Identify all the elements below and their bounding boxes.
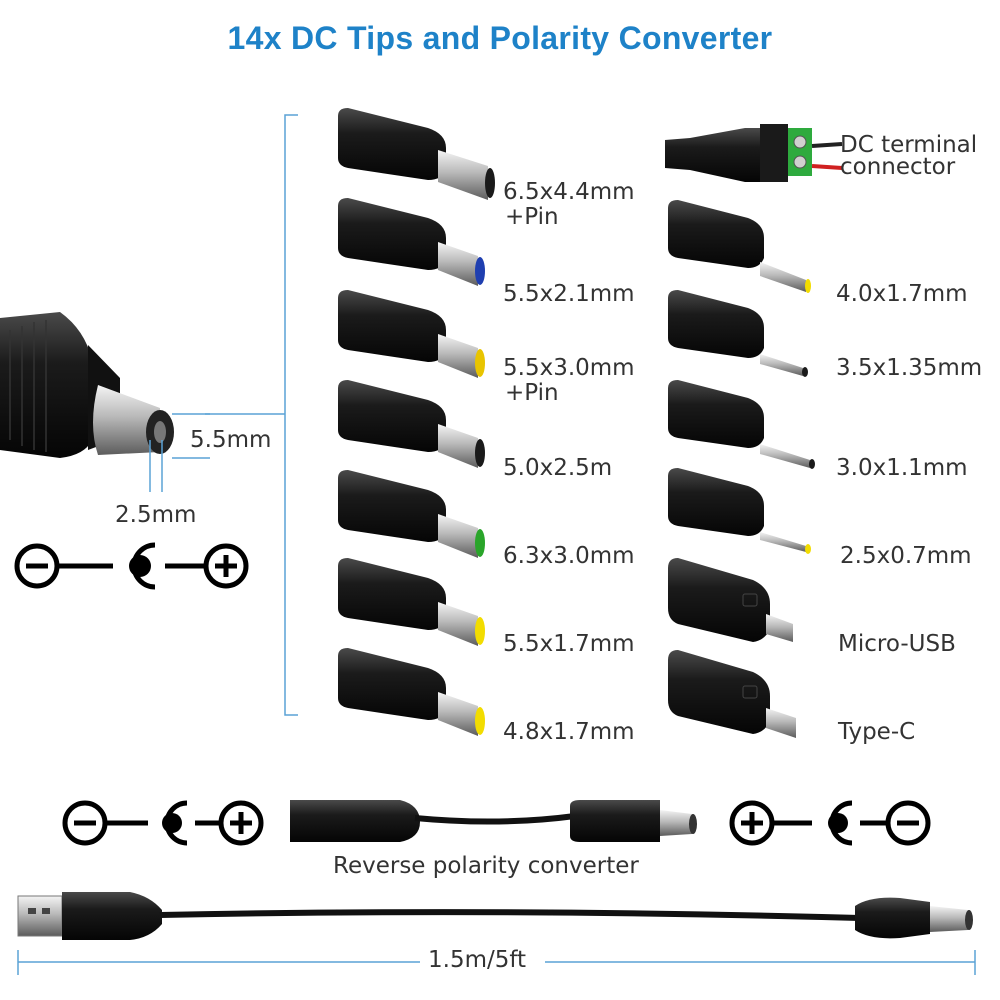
left-tip-label: 6.3x3.0mm [503,543,635,569]
terminal-connector [665,124,843,182]
page-title: 14x DC Tips and Polarity Converter [227,20,773,56]
reverse-converter-cable [290,800,697,842]
polarity-symbol-reverse-left [62,800,264,846]
left-tip-sublabel: +Pin [505,204,559,230]
cable-length-label: 1.5m/5ft [428,947,527,973]
left-tips [338,108,495,736]
plug-outer-diameter: 5.5mm [190,427,272,453]
left-tip-sublabel: +Pin [505,380,559,406]
right-tip-label: 4.0x1.7mm [836,281,968,307]
right-tip-label: 3.5x1.35mm [836,355,983,381]
right-tip-label: 2.5x0.7mm [840,543,972,569]
left-tip-label: 4.8x1.7mm [503,719,635,745]
left-tip-label: 5.5x2.1mm [503,281,635,307]
left-tip-label: 5.5x1.7mm [503,631,635,657]
length-dimension [17,950,976,975]
left-tip-label: 6.5x4.4mm [503,179,635,205]
left-tip-label: 5.5x3.0mm [503,355,635,381]
reverse-polarity-label: Reverse polarity converter [333,853,639,879]
right-tip-label: Micro-USB [838,631,956,657]
terminal-label-line1: DC terminal [840,132,978,158]
main-plug [0,312,174,458]
usb-cable [17,892,973,940]
plug-inner-diameter: 2.5mm [115,502,197,528]
terminal-label-line2: connector [840,154,956,180]
right-tip-label: Type-C [838,719,916,745]
left-tip-label: 5.0x2.5m [503,455,613,481]
dimension-lines [149,413,285,492]
right-tips [668,200,815,738]
right-tip-label: 3.0x1.1mm [836,455,968,481]
